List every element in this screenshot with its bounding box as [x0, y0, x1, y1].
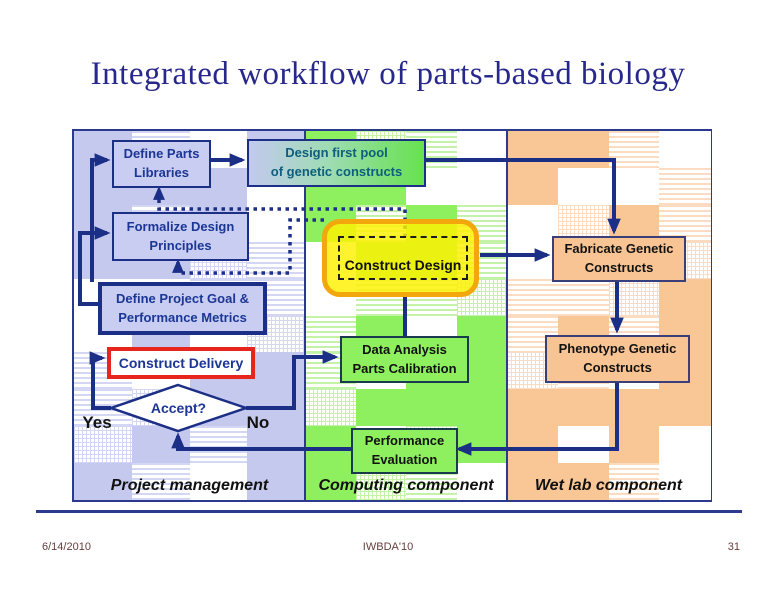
node-phenotype-genetic-constructs: Phenotype Genetic Constructs: [545, 335, 690, 383]
footer-conference: IWBDA'10: [362, 541, 414, 553]
no-branch-label: No: [246, 413, 270, 432]
node-text: Construct Delivery: [118, 354, 244, 371]
edge-design-feedback-to-formalize: [172, 218, 324, 275]
patchwork-cell: [659, 167, 711, 206]
page-number: 31: [727, 541, 740, 553]
patchwork-cell: [507, 131, 559, 169]
accept-decision-label: Accept?: [150, 400, 207, 416]
patchwork-cell: [659, 426, 711, 464]
node-text: Evaluation: [371, 452, 438, 467]
patchwork-cell: [557, 278, 609, 316]
zone-label-project-management: Project management: [110, 477, 269, 494]
patchwork-cell: [659, 131, 711, 169]
node-text: Define Parts: [123, 146, 200, 162]
node-text: Principles: [149, 237, 212, 253]
patchwork-cell: [557, 463, 609, 501]
construct-design-highlight: [322, 219, 479, 297]
node-construct-design: Construct Design: [338, 236, 468, 280]
node-fabricate-genetic-constructs: Fabricate Genetic Constructs: [552, 236, 686, 282]
zone-label-computing-component: Computing component: [318, 477, 494, 494]
node-design-first-pool: Design first pool of genetic constructs: [247, 139, 426, 187]
patchwork-cell: [247, 204, 306, 243]
edge-goal-to-define-parts: [90, 153, 111, 282]
node-text: Libraries: [134, 165, 189, 180]
patchwork-cell: [189, 426, 248, 464]
node-define-parts-libraries: Define Parts Libraries: [112, 140, 211, 188]
workflow-diagram: Define Parts Libraries Design first pool…: [72, 129, 712, 502]
patchwork-cell: [507, 463, 559, 501]
node-text: Parts Calibration: [352, 360, 457, 376]
node-text: Formalize Design: [126, 218, 235, 234]
patchwork-cell: [305, 463, 356, 501]
patchwork-cell: [507, 389, 559, 427]
footer-divider: [36, 510, 742, 513]
patchwork-cell: [456, 463, 508, 501]
patchwork-cell: [74, 426, 133, 464]
node-text: Performance: [364, 433, 445, 449]
node-data-analysis-parts-calibration: Data Analysis Parts Calibration: [340, 336, 469, 383]
patchwork-cell: [659, 389, 711, 427]
yes-branch-label: Yes: [82, 413, 112, 432]
slide-title: Integrated workflow of parts-based biolo…: [90, 56, 686, 92]
node-text: Phenotype Genetic: [558, 341, 677, 357]
node-formalize-design-principles: Formalize Design Principles: [112, 212, 249, 261]
footer-date: 6/14/2010: [42, 541, 91, 553]
patchwork-cell: [608, 463, 660, 501]
node-performance-evaluation: Performance Evaluation: [351, 428, 458, 474]
patchwork-cell: [355, 389, 407, 427]
edge-phenotype-to-performance: [455, 379, 619, 456]
node-text: Design first pool: [285, 145, 388, 161]
node-text: Construct Design: [344, 257, 462, 273]
accept-decision-diamond: [107, 383, 250, 433]
patchwork-cell: [406, 389, 457, 427]
patchwork-cell: [557, 389, 609, 427]
patchwork-cell: [507, 204, 559, 243]
patchwork-cell: [247, 463, 306, 501]
node-define-project-goal: Define Project Goal & Performance Metric…: [98, 282, 267, 335]
edge-accept-yes-to-delivery: [89, 351, 111, 410]
node-text: Performance Metrics: [118, 309, 247, 325]
node-text: of genetic constructs: [270, 164, 403, 179]
patchwork-cell: [456, 131, 508, 169]
patchwork-cell: [608, 131, 660, 169]
patchwork-cell: [131, 463, 190, 501]
patchwork-cell: [507, 278, 559, 316]
patchwork-cell: [659, 278, 711, 316]
connector-layer: [78, 131, 624, 500]
node-text: Constructs: [584, 260, 654, 275]
patchwork-cell: [305, 389, 356, 427]
edge-accept-no-to-data-analysis: [246, 350, 339, 410]
edge-performance-to-accept: [171, 432, 351, 451]
node-text: Data Analysis: [362, 341, 447, 357]
node-text: Constructs: [583, 360, 652, 375]
patchwork-cell: [305, 426, 356, 464]
patchwork-cell: [557, 131, 609, 169]
edge-first-pool-to-fabricate: [422, 158, 621, 235]
patchwork-cell: [608, 167, 660, 206]
node-text: Define Project Goal &: [116, 290, 249, 306]
patchwork-cell: [557, 426, 609, 464]
patchwork-cell: [659, 463, 711, 501]
zone-label-wet-lab-component: Wet lab component: [534, 477, 683, 494]
patchwork-cell: [456, 167, 508, 206]
patchwork-cell: [247, 426, 306, 464]
patchwork-cell: [507, 426, 559, 464]
node-text: Fabricate Genetic: [564, 241, 674, 257]
patchwork-cell: [507, 167, 559, 206]
patchwork-cell: [74, 463, 133, 501]
edge-goal-to-formalize: [78, 226, 111, 306]
patchwork-cell: [189, 463, 248, 501]
patchwork-cell: [557, 204, 609, 243]
patchwork-cell: [557, 167, 609, 206]
node-construct-delivery: Construct Delivery: [107, 347, 255, 379]
patchwork-cell: [456, 389, 508, 427]
patchwork-cell: [659, 204, 711, 243]
